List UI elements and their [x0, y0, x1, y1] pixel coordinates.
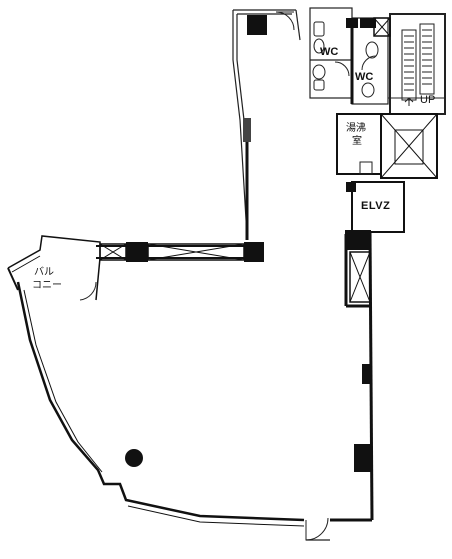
north-window-left-cross-b	[99, 243, 127, 261]
restroom-label-1: WC	[320, 46, 339, 58]
annex-door-swing	[275, 11, 295, 31]
north-column-1	[126, 242, 148, 262]
annex-column	[247, 15, 267, 35]
restroom-label-2: WC	[355, 71, 374, 83]
balcony-label-line1: バル	[34, 267, 54, 278]
toilet-fixtures	[312, 21, 379, 98]
east-shaft	[349, 251, 371, 303]
balcony	[7, 235, 101, 301]
restroom-column-2	[360, 18, 376, 28]
north-window-band-cross-b	[147, 243, 245, 261]
north-column-3	[345, 230, 371, 250]
balcony-label-line2: コニー	[32, 280, 62, 291]
annex-wall-column	[243, 118, 251, 142]
balcony-door-swing	[79, 281, 97, 301]
stair-up-label: UP	[420, 94, 436, 106]
office-walls	[16, 231, 374, 527]
east-column-2	[354, 444, 372, 472]
upper-annex	[232, 9, 301, 237]
balcony-railing	[7, 267, 19, 291]
hot-water-room-label-line2: 室	[352, 136, 362, 147]
north-column-2	[244, 242, 264, 262]
elevator-label: ELVZ	[361, 200, 391, 212]
hot-water-sink	[359, 161, 373, 175]
service-core	[336, 113, 438, 179]
interior-column	[125, 449, 143, 467]
stair-column	[373, 17, 391, 37]
east-shaft-cross-b	[349, 251, 371, 303]
elevator-column	[346, 182, 356, 192]
elevator-hall	[351, 181, 405, 233]
staircase	[389, 13, 446, 115]
east-column-1	[362, 364, 372, 384]
stair-column-cross-b	[373, 17, 391, 37]
entrance-door-swing	[305, 517, 329, 541]
hot-water-room-label-line1: 湯沸	[346, 123, 366, 134]
